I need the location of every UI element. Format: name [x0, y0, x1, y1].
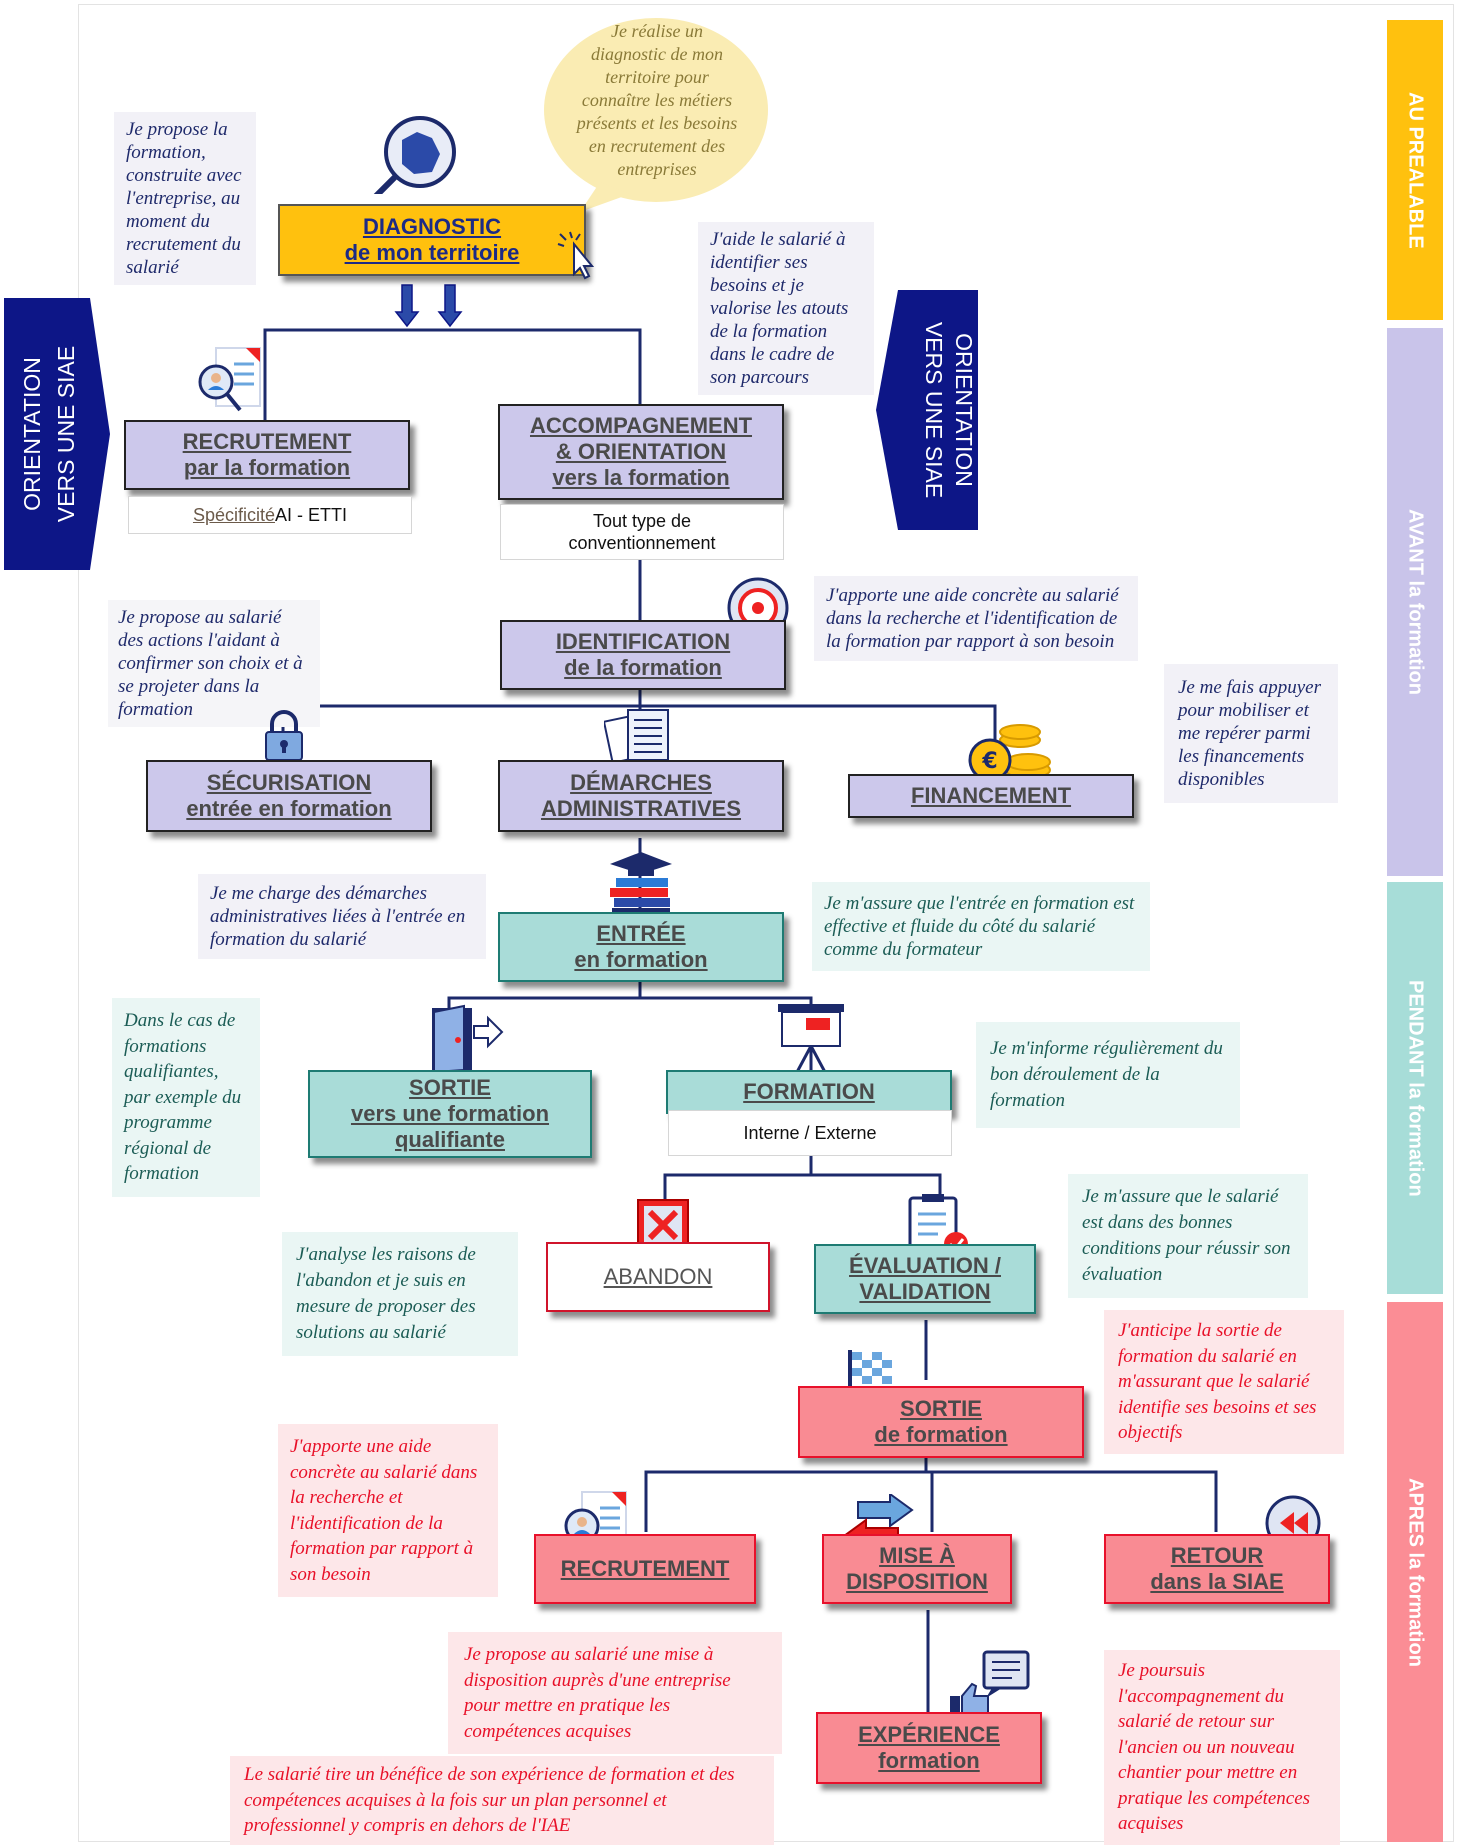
- accompagnement-note: J'aide le salarié à identifier ses besoi…: [698, 222, 874, 395]
- formation-box[interactable]: FORMATION: [666, 1070, 952, 1114]
- presentation-board-icon: [778, 1004, 844, 1075]
- books-graduation-icon: [610, 852, 672, 917]
- side-label-au-prealable: AU PREALABLE: [1387, 20, 1443, 320]
- evaluation-box[interactable]: ÉVALUATION /VALIDATION: [814, 1244, 1036, 1314]
- experience-note: Le salarié tire un bénéfice de son expér…: [230, 1756, 774, 1845]
- diagnostic-note: Je réalise un diagnostic de mon territoi…: [576, 21, 738, 179]
- magnifier-france-icon: [373, 116, 456, 194]
- recrutement2-box[interactable]: RECRUTEMENT: [534, 1534, 756, 1604]
- abandon-box[interactable]: ABANDON: [546, 1242, 770, 1312]
- side-label-apres: APRES la formation: [1387, 1302, 1443, 1842]
- retour-note: Je poursuis l'accompagnement du salarié …: [1104, 1650, 1340, 1845]
- interne-externe-label: Interne / Externe: [668, 1110, 952, 1156]
- recrutement-note: Je propose la formation, construite avec…: [114, 112, 256, 285]
- recrutement2-note: J'apporte une aide concrète au salarié d…: [278, 1424, 498, 1597]
- side-label-pendant: PENDANT la formation: [1387, 882, 1443, 1294]
- financement-box[interactable]: FINANCEMENT: [848, 774, 1134, 818]
- padlock-icon: [265, 710, 303, 761]
- recruitment-document-icon: [198, 347, 261, 412]
- svg-text:VERS UNE SIAE: VERS UNE SIAE: [53, 346, 79, 522]
- click-cursor-icon: [557, 231, 595, 280]
- abandon-note: J'analyse les raisons de l'abandon et je…: [282, 1232, 518, 1356]
- formation-note: Je m'informe régulièrement du bon déroul…: [976, 1022, 1240, 1128]
- svg-text:VERS UNE SIAE: VERS UNE SIAE: [921, 322, 947, 498]
- identification-note: J'apporte une aide concrète au salarié d…: [814, 576, 1138, 661]
- orientation-arrow-right: ORIENTATION VERS UNE SIAE: [876, 290, 978, 530]
- specificite-label: Spécificité AI - ETTI: [128, 496, 412, 534]
- svg-text:€: €: [981, 749, 997, 774]
- svg-text:ORIENTATION: ORIENTATION: [19, 357, 45, 511]
- securisation-note: Je propose au salarié des actions l'aida…: [108, 600, 320, 727]
- evaluation-note: Je m'assure que le salarié est dans des …: [1068, 1174, 1308, 1298]
- financement-note: Je me fais appuyer pour mobiliser et me …: [1164, 664, 1338, 803]
- abandon-x-icon: [637, 1199, 689, 1251]
- mise-disposition-note: Je propose au salarié une mise à disposi…: [448, 1632, 782, 1754]
- orientation-arrow-left: ORIENTATION VERS UNE SIAE: [4, 298, 110, 570]
- sortie-note: J'anticipe la sortie de formation du sal…: [1104, 1310, 1344, 1454]
- coins-euro-icon: €: [968, 724, 1051, 782]
- thumbs-up-chat-icon: [950, 1650, 1030, 1719]
- qualifiante-note: Dans le cas de formations qualifiantes, …: [112, 998, 260, 1197]
- documents-icon: [604, 709, 669, 764]
- exit-door-icon: [432, 1004, 504, 1074]
- diagnostic-bubble: [544, 18, 768, 212]
- demarches-note: Je me charge des démarches administrativ…: [198, 874, 486, 959]
- side-label-avant: AVANT la formation: [1387, 328, 1443, 876]
- svg-text:ORIENTATION: ORIENTATION: [951, 333, 977, 487]
- entree-note: Je m'assure que l'entrée en formation es…: [812, 882, 1150, 971]
